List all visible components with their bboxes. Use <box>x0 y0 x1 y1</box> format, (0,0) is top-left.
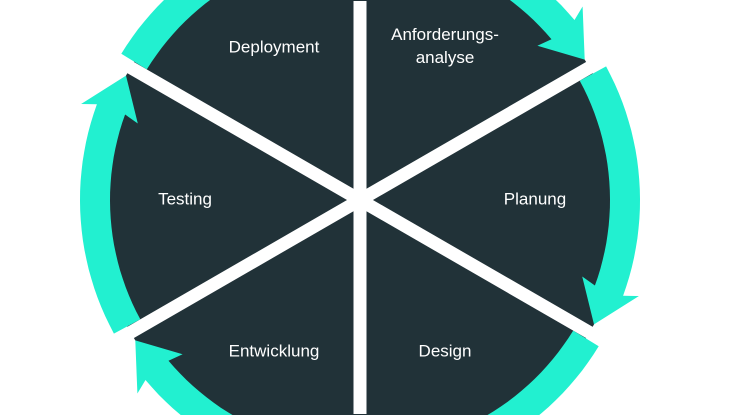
phase-label-planung: Planung <box>503 189 567 209</box>
cycle-arrow-deployment <box>121 0 211 70</box>
phase-label-design: Design <box>418 341 472 361</box>
cycle-arrow-design <box>487 330 599 415</box>
sector-divider <box>356 46 619 206</box>
phase-label-deployment: Deployment <box>228 37 320 57</box>
cycle-arrow-entwicklung <box>135 340 233 415</box>
cycle-arrow-testing <box>80 75 141 334</box>
phase-label-entwicklung: Entwicklung <box>228 341 320 361</box>
phase-label-line2: analyse <box>415 48 475 67</box>
cycle-arrow-anforderungsanalyse <box>509 0 585 60</box>
phase-label-line1: Anforderungs- <box>391 25 499 44</box>
phase-label-anforderungsanalyse: Anforderungs-analyse <box>391 23 499 69</box>
sector-divider <box>101 46 364 206</box>
sector-divider <box>101 194 364 354</box>
cycle-arrow-planung <box>579 66 640 325</box>
sector-divider <box>356 194 619 354</box>
phase-label-testing: Testing <box>158 189 212 209</box>
